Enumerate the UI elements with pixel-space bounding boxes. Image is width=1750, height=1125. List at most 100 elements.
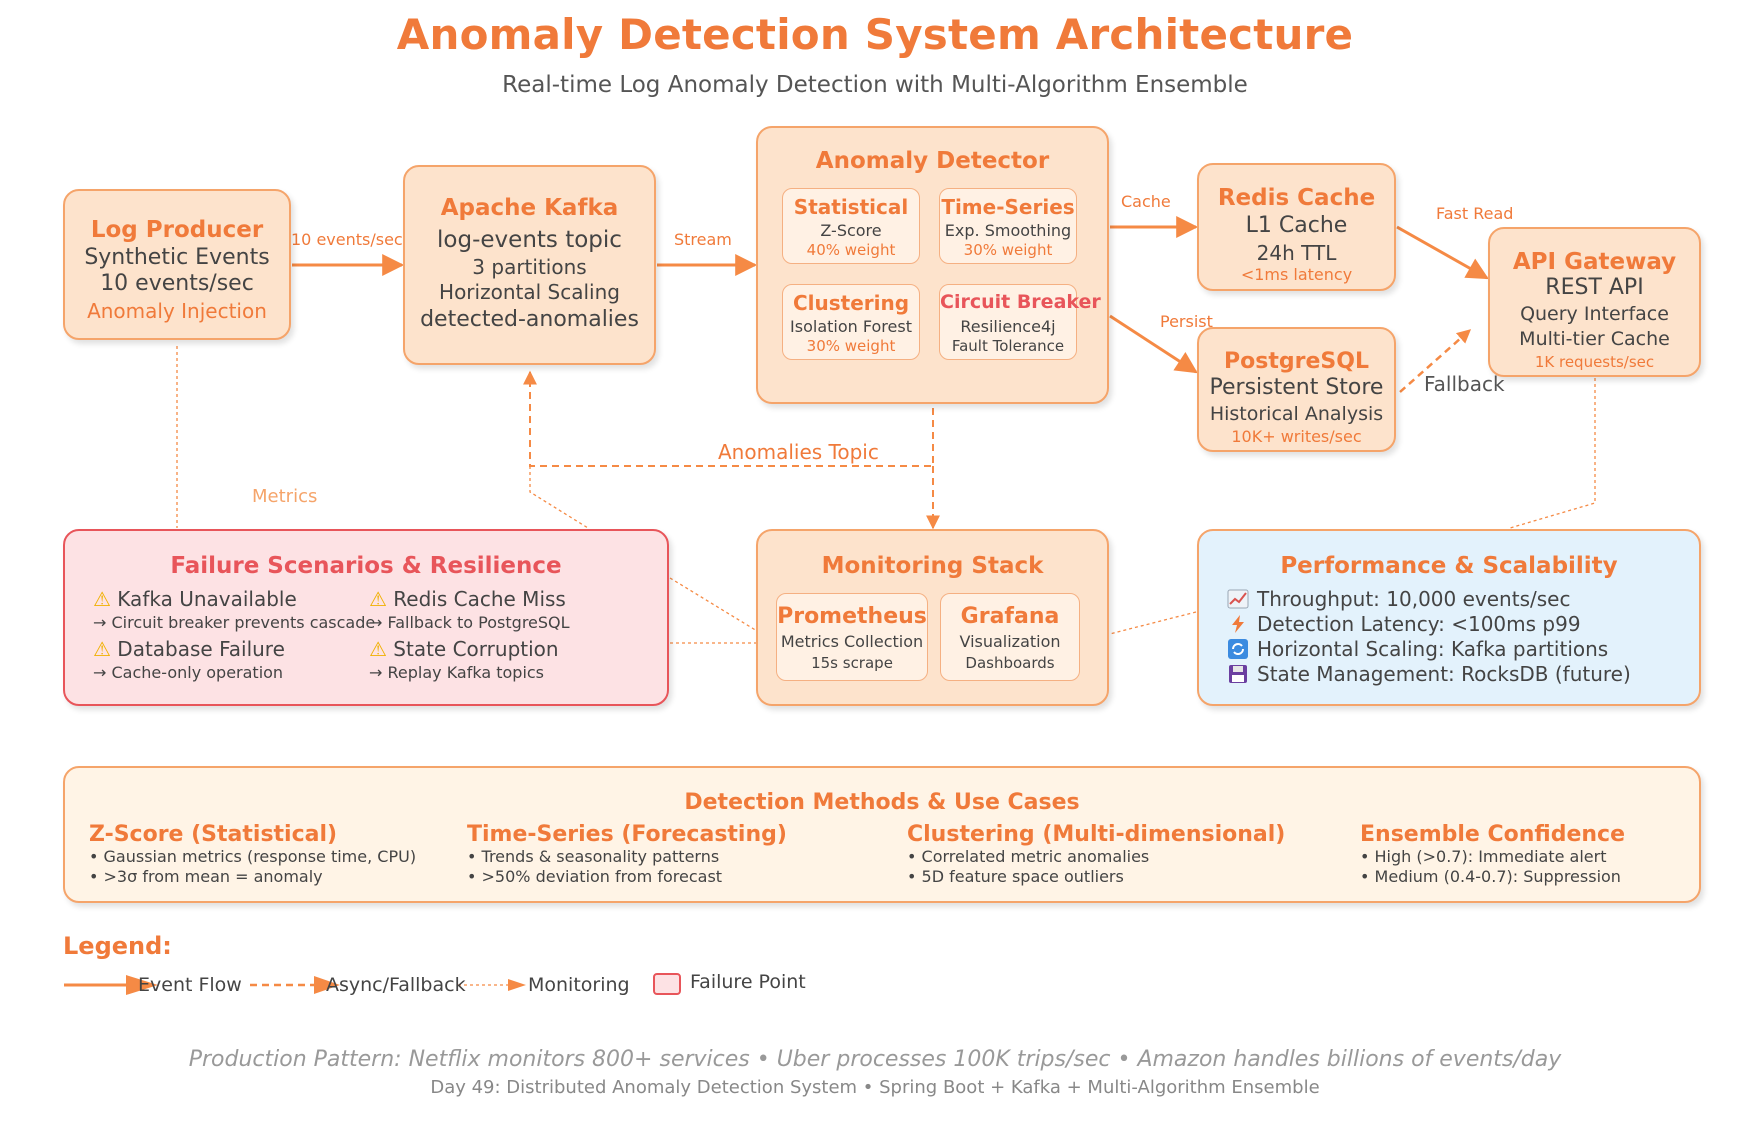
- circuit-breaker-title: Circuit Breaker: [940, 291, 1101, 313]
- method-bullet: • 5D feature space outliers: [907, 867, 1124, 886]
- kafka-line4: detected-anomalies: [420, 307, 639, 332]
- postgres-node[interactable]: PostgreSQL Persistent Store Historical A…: [1197, 327, 1396, 452]
- label-anomalies-topic: Anomalies Topic: [718, 440, 879, 464]
- failure-item-title: State Corruption: [393, 637, 559, 661]
- api-line3: Multi-tier Cache: [1519, 328, 1670, 350]
- performance-row: Horizontal Scaling: Kafka partitions: [1227, 637, 1608, 661]
- legend-async: Async/Fallback: [326, 974, 466, 996]
- legend-failure-swatch: [653, 973, 681, 995]
- method-zscore: Z-Score (Statistical) • Gaussian metrics…: [89, 822, 416, 887]
- redis-line3: <1ms latency: [1240, 265, 1353, 284]
- log-producer-title: Log Producer: [90, 217, 264, 243]
- redis-line2: 24h TTL: [1256, 241, 1337, 265]
- edge-redis-api: [1396, 225, 1489, 280]
- method-title: Clustering (Multi-dimensional): [907, 822, 1286, 847]
- redis-line1: L1 Cache: [1245, 213, 1348, 238]
- statistical-card[interactable]: Statistical Z-Score 40% weight: [782, 188, 920, 264]
- method-bullet: • >50% deviation from forecast: [467, 867, 723, 886]
- method-timeseries: Time-Series (Forecasting) • Trends & sea…: [467, 822, 787, 887]
- refresh-icon: [1228, 639, 1248, 659]
- edge-detector-postgres: [1109, 314, 1198, 374]
- timeseries-card[interactable]: Time-Series Exp. Smoothing 30% weight: [939, 188, 1077, 264]
- redis-title: Redis Cache: [1217, 185, 1376, 211]
- clustering-line1: Isolation Forest: [790, 317, 912, 336]
- kafka-line3: Horizontal Scaling: [439, 280, 620, 304]
- failure-item-sub: → Circuit breaker prevents cascade: [93, 613, 376, 632]
- prometheus-card[interactable]: Prometheus Metrics Collection 15s scrape: [776, 593, 928, 681]
- edge-postgres-api-fallback: [1399, 329, 1472, 393]
- label-persist: Persist: [1160, 312, 1213, 331]
- clustering-line2: 30% weight: [806, 337, 896, 355]
- monitoring-title: Monitoring Stack: [821, 553, 1044, 579]
- label-cache: Cache: [1121, 192, 1171, 211]
- circuit-breaker-card[interactable]: Circuit Breaker Resilience4j Fault Toler…: [939, 284, 1101, 360]
- performance-row: Detection Latency: <100ms p99: [1227, 612, 1581, 636]
- warning-icon: ⚠: [93, 587, 111, 611]
- label-producer-kafka: 10 events/sec: [291, 230, 403, 249]
- failure-item-redis: ⚠ Redis Cache Miss → Fallback to Postgre…: [369, 587, 570, 632]
- api-line2: Query Interface: [1520, 303, 1669, 325]
- kafka-line1: log-events topic: [437, 227, 622, 253]
- log-producer-line3: Anomaly Injection: [87, 299, 267, 323]
- failure-item-sub: → Fallback to PostgreSQL: [369, 613, 570, 632]
- prometheus-line2: 15s scrape: [811, 654, 893, 672]
- performance-text: Detection Latency: <100ms p99: [1257, 612, 1581, 636]
- edge-kafka-metrics: [529, 466, 589, 529]
- timeseries-title: Time-Series: [941, 195, 1075, 219]
- method-bullet: • >3σ from mean = anomaly: [89, 867, 323, 886]
- redis-node[interactable]: Redis Cache L1 Cache 24h TTL <1ms latenc…: [1197, 163, 1396, 291]
- grafana-card[interactable]: Grafana Visualization Dashboards: [940, 593, 1080, 681]
- kafka-node[interactable]: Apache Kafka log-events topic 3 partitio…: [403, 165, 656, 365]
- edge-perf-grafana: [1084, 611, 1197, 644]
- grafana-title: Grafana: [960, 604, 1060, 629]
- anomaly-detector-node[interactable]: Anomaly Detector Statistical Z-Score 40%…: [756, 126, 1109, 404]
- failure-item-kafka: ⚠ Kafka Unavailable → Circuit breaker pr…: [93, 587, 375, 632]
- method-bullet: • Correlated metric anomalies: [907, 847, 1150, 866]
- prometheus-title: Prometheus: [777, 604, 927, 629]
- clustering-card[interactable]: Clustering Isolation Forest 30% weight: [782, 284, 920, 360]
- legend-failure-point: Failure Point: [690, 971, 806, 993]
- performance-panel: Performance & Scalability Throughput: 10…: [1197, 529, 1701, 706]
- methods-title: Detection Methods & Use Cases: [684, 790, 1080, 815]
- label-stream: Stream: [674, 230, 732, 249]
- edge-anomalies-topic: [523, 370, 934, 467]
- failure-item-state: ⚠ State Corruption → Replay Kafka topics: [369, 637, 559, 682]
- monitoring-stack-node[interactable]: Monitoring Stack Prometheus Metrics Coll…: [756, 529, 1109, 706]
- performance-text: Throughput: 10,000 events/sec: [1257, 587, 1571, 611]
- method-title: Z-Score (Statistical): [89, 822, 338, 847]
- prometheus-line1: Metrics Collection: [780, 632, 924, 651]
- legend-title: Legend:: [63, 932, 172, 960]
- kafka-line2: 3 partitions: [472, 255, 587, 279]
- log-producer-node[interactable]: Log Producer Synthetic Events 10 events/…: [63, 189, 291, 340]
- postgres-line2: Historical Analysis: [1209, 403, 1384, 425]
- failure-item-database: ⚠ Database Failure → Cache-only operatio…: [93, 637, 285, 682]
- kafka-title: Apache Kafka: [440, 195, 619, 221]
- warning-icon: ⚠: [93, 637, 111, 661]
- method-bullet: • Medium (0.4-0.7): Suppression: [1360, 867, 1621, 886]
- performance-text: Horizontal Scaling: Kafka partitions: [1257, 637, 1609, 661]
- api-gateway-node[interactable]: API Gateway REST API Query Interface Mul…: [1488, 227, 1701, 377]
- postgres-line3: 10K+ writes/sec: [1231, 427, 1362, 446]
- api-line1: REST API: [1545, 275, 1644, 300]
- method-ensemble: Ensemble Confidence • High (>0.7): Immed…: [1360, 822, 1625, 887]
- circuit-breaker-line2: Fault Tolerance: [951, 337, 1065, 355]
- footer-caption: Day 49: Distributed Anomaly Detection Sy…: [430, 1077, 1320, 1098]
- failure-item-title: Redis Cache Miss: [393, 587, 566, 611]
- performance-row: State Management: RocksDB (future): [1227, 662, 1631, 686]
- statistical-title: Statistical: [793, 195, 909, 219]
- method-bullet: • Trends & seasonality patterns: [467, 847, 720, 866]
- label-fallback: Fallback: [1424, 372, 1505, 396]
- warning-icon: ⚠: [369, 587, 387, 611]
- warning-icon: ⚠: [369, 637, 387, 661]
- floppy-icon: [1229, 665, 1247, 683]
- failure-item-sub: → Replay Kafka topics: [369, 663, 545, 682]
- circuit-breaker-line1: Resilience4j: [960, 317, 1056, 336]
- label-fast-read: Fast Read: [1436, 204, 1514, 223]
- api-line4: 1K requests/sec: [1534, 353, 1655, 371]
- method-bullet: • Gaussian metrics (response time, CPU): [89, 847, 417, 866]
- api-title: API Gateway: [1512, 249, 1677, 275]
- grafana-line2: Dashboards: [965, 654, 1055, 672]
- chart-icon: [1227, 589, 1249, 609]
- legend-event-flow: Event Flow: [138, 974, 242, 996]
